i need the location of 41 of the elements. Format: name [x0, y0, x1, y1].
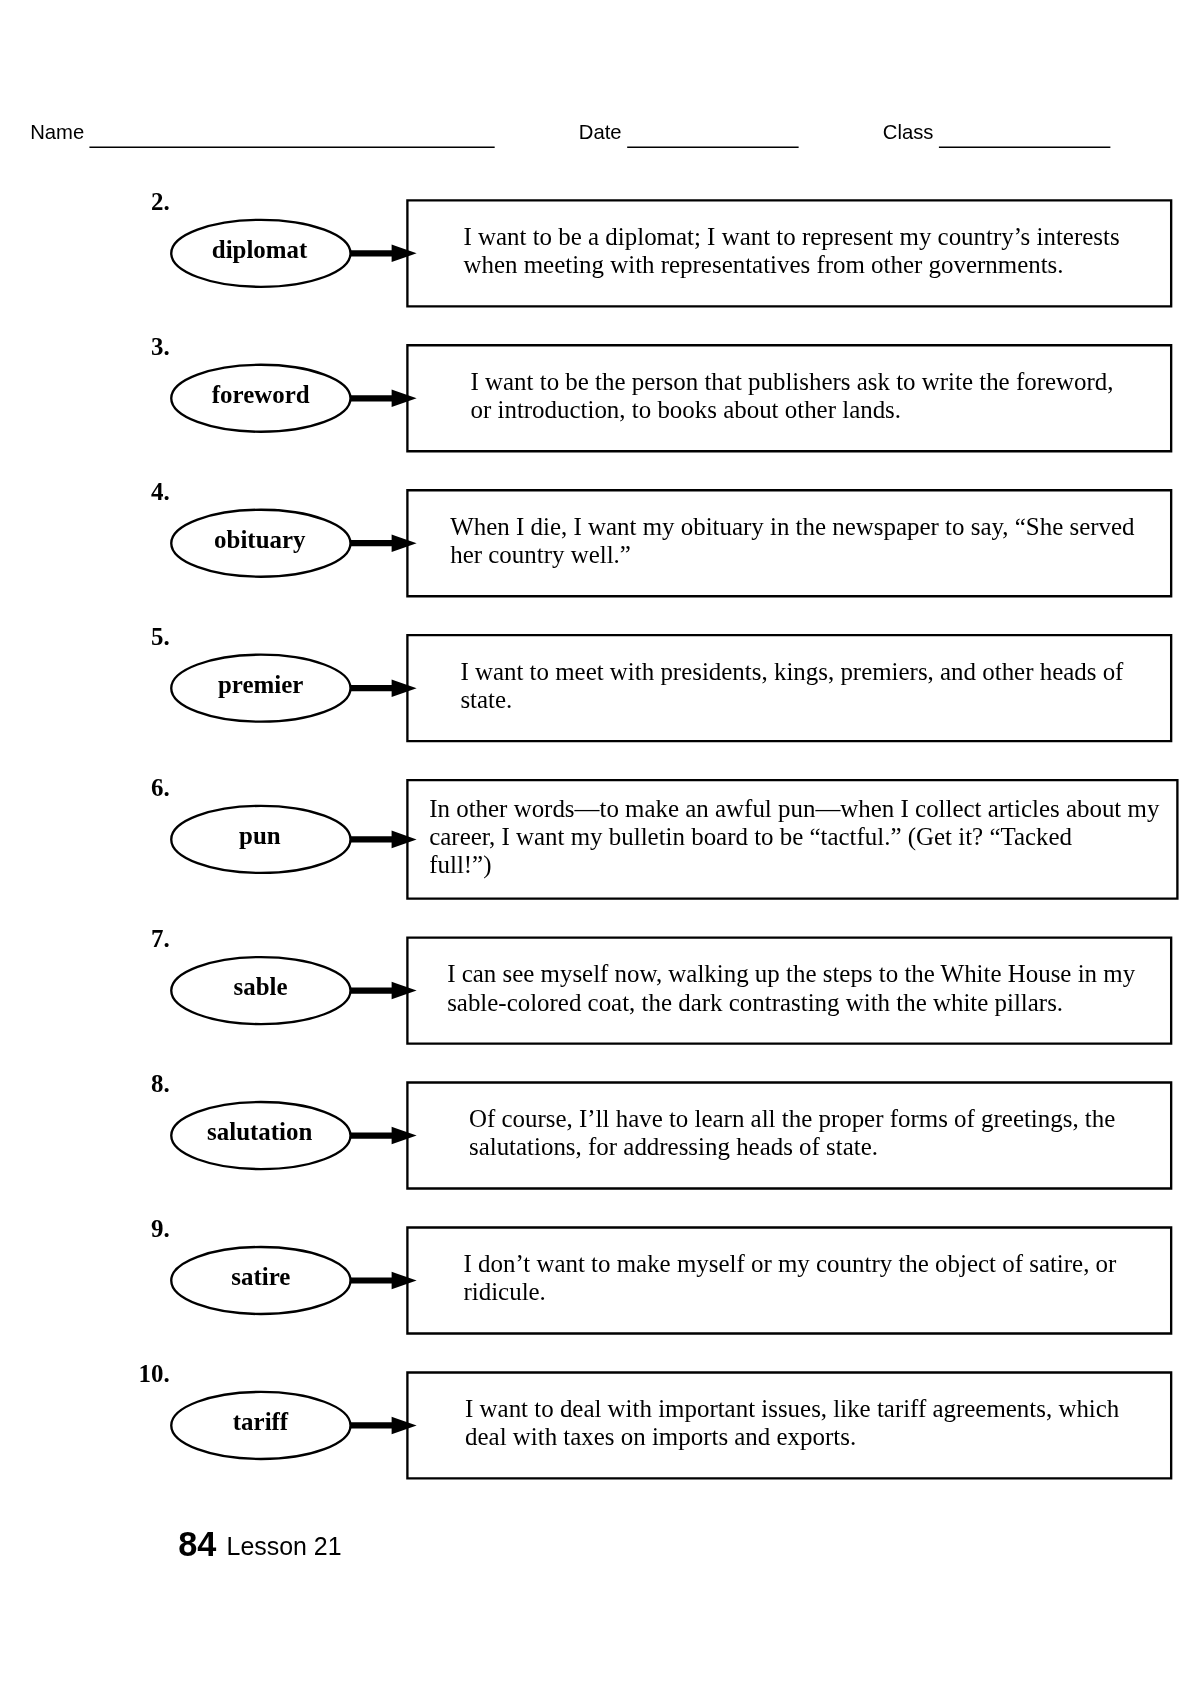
node-ellipse: salutation	[170, 1100, 352, 1171]
node-label: 7.	[150, 925, 170, 953]
node-label: 5.	[150, 623, 170, 651]
label: Date	[578, 120, 622, 143]
node-ellipse: obituary	[170, 508, 352, 578]
label: Name	[30, 120, 85, 143]
node-ellipse: foreword	[170, 363, 352, 433]
node-ellipse: sable	[170, 955, 352, 1026]
arrow	[350, 1126, 417, 1145]
node-label: 3.	[150, 333, 170, 361]
node-label: 4.	[150, 478, 170, 506]
arrow	[350, 1416, 417, 1435]
arrow	[350, 679, 417, 697]
node-box: I don’t want to make myself or my country the object of satire, or ridicule.	[406, 1226, 1173, 1335]
node-box: When I die, I want my obituary in the newspaper to say, “She served her country well.”	[406, 489, 1173, 598]
node-box: I can see myself now, walking up the steps to the White House in my sable-colored coat, the dark contrasting with the white pillars.	[406, 936, 1173, 1045]
arrow	[350, 244, 417, 263]
node-box: I want to meet with presidents, kings, premiers, and other heads of state.	[406, 634, 1173, 743]
label: Lesson 21	[226, 1531, 342, 1560]
node-box: I want to be the person that publishers ask to write the foreword, or introduction, to books about other lands.	[406, 344, 1173, 453]
node-label: 8.	[150, 1070, 170, 1098]
label: 84	[178, 1524, 217, 1563]
node-ellipse: pun	[170, 804, 352, 875]
arrow	[350, 534, 417, 552]
arrow	[350, 981, 417, 1000]
arrow	[350, 1271, 417, 1290]
node-ellipse: premier	[170, 653, 352, 723]
arrow	[350, 389, 417, 407]
node-label: 9.	[150, 1215, 170, 1243]
node-label: 2.	[150, 188, 170, 216]
node-box: In other words—to make an awful pun—when I collect articles about my career, I want my bulletin board to be “tactful.” (Get it? “Tacked full!”)	[406, 779, 1179, 900]
node-box: I want to deal with important issues, like tariff agreements, which deal with taxes on imports and exports.	[406, 1371, 1173, 1480]
node-box: Of course, I’ll have to learn all the proper forms of greetings, the salutations, for addressing heads of state.	[406, 1081, 1173, 1190]
node-ellipse: satire	[170, 1245, 352, 1316]
node-ellipse: diplomat	[170, 218, 352, 288]
node-label: 10.	[138, 1360, 170, 1388]
arrow	[350, 830, 417, 849]
node-ellipse: tariff	[170, 1390, 352, 1461]
node-label: 6.	[150, 774, 170, 802]
node-box: I want to be a diplomat; I want to represent my country’s interests when meeting with representatives from other governments.	[406, 199, 1173, 308]
label: Class	[882, 120, 934, 143]
